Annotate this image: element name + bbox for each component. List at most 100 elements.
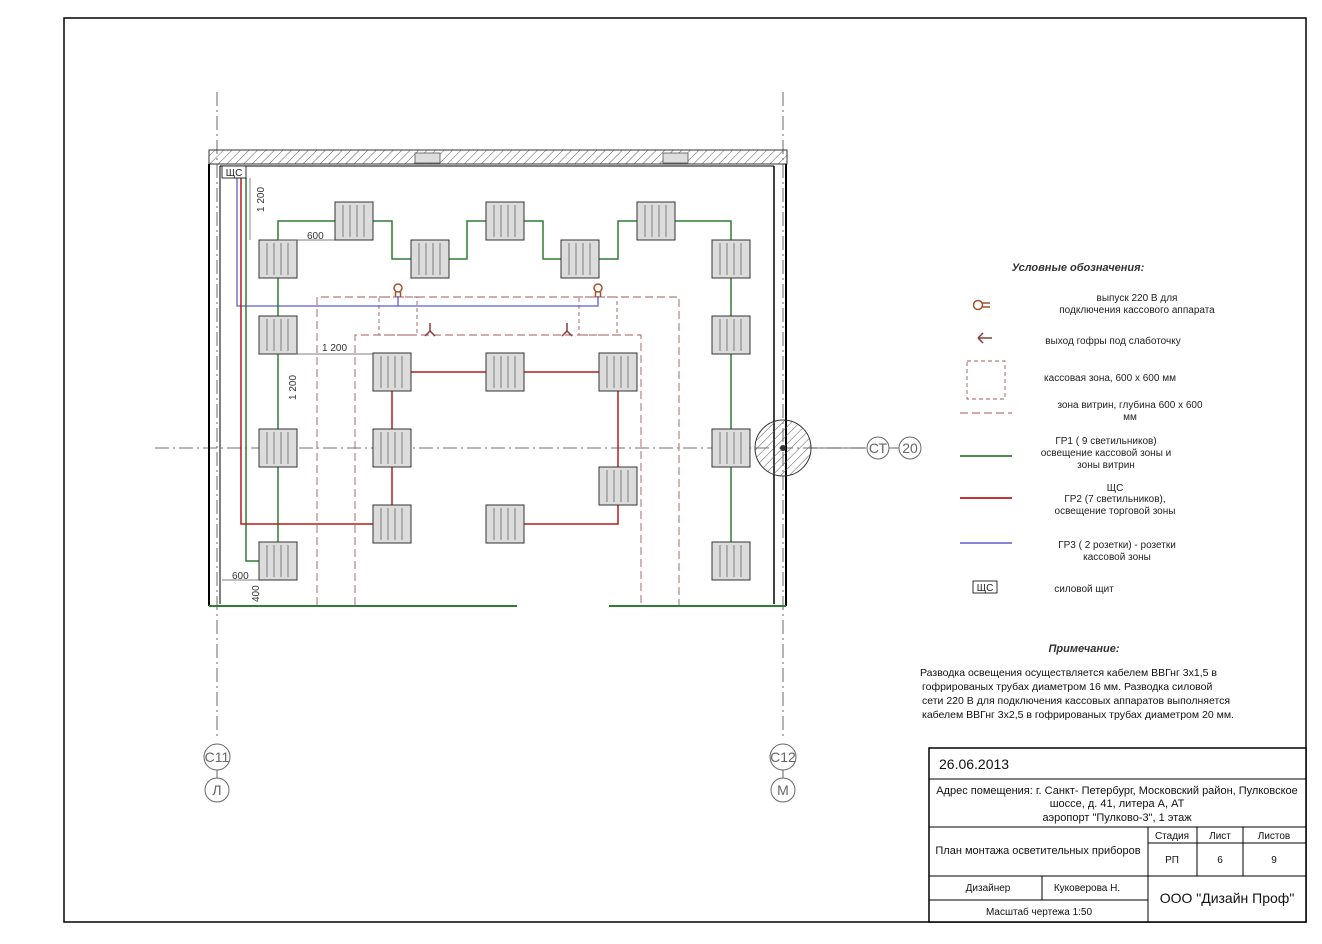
- tb-sheet-label: Лист: [1209, 831, 1231, 842]
- legend-text: ГР3 ( 2 розетки) - розетки: [1058, 540, 1176, 551]
- legend-text: освещение кассовой зоны и: [1041, 448, 1172, 459]
- legend-text: зона витрин, глубина 600 х 600: [1057, 399, 1203, 411]
- column-code: СТ: [869, 440, 888, 456]
- tb-sheets: 9: [1271, 855, 1277, 866]
- column-center: [780, 445, 786, 451]
- tb-scale: Масштаб чертежа 1:50: [986, 906, 1093, 918]
- axis-bubble: [204, 777, 230, 803]
- dim-label: 600: [307, 231, 324, 242]
- legend-text: кассовой зоны: [1083, 552, 1151, 563]
- tb-sheet: 6: [1217, 855, 1223, 866]
- tb-address: шоссе, д. 41, литера А, АТ: [1050, 798, 1185, 810]
- note-line: Разводка освещения осуществляется кабеле…: [920, 667, 1217, 679]
- dim-label: 1 200: [288, 375, 299, 400]
- gr2-wire-feed: [240, 178, 373, 525]
- gr1-wire: [373, 220, 411, 260]
- note-line: гофрированых трубах диаметром 16 мм. Раз…: [922, 681, 1212, 693]
- legend-socket-icon: [972, 299, 984, 311]
- column-tag: [898, 436, 922, 460]
- panel-label: ЩС: [226, 168, 243, 179]
- legend-text: выпуск 220 В для: [1097, 293, 1178, 304]
- gr1-wire-feed: [245, 178, 260, 562]
- gr3-wire: [236, 178, 599, 307]
- lamp-gr1: [711, 315, 751, 355]
- lamp-gr1: [711, 239, 751, 279]
- lamp-gr2: [598, 466, 638, 506]
- legend-text: силовой щит: [1054, 584, 1114, 595]
- gr1-wire: [449, 220, 486, 260]
- legend-text: ГР2 (7 светильников),: [1064, 494, 1165, 505]
- lamp-gr1: [258, 315, 298, 355]
- lamp-gr2: [598, 352, 638, 392]
- lamp-gr2: [372, 428, 412, 468]
- lamp-gr1: [711, 428, 751, 468]
- power-panel: [221, 165, 247, 179]
- gr2-wire: [524, 505, 619, 525]
- lamp-gr1: [258, 428, 298, 468]
- tb-drawing-title: План монтажа осветительных приборов: [935, 845, 1140, 857]
- axis-label: Л: [212, 782, 221, 798]
- dim-label: 600: [232, 571, 249, 582]
- socket-icon: [393, 283, 403, 298]
- top-wall: [208, 149, 788, 165]
- lamp-gr1: [334, 201, 374, 241]
- lamp-gr1: [485, 201, 525, 241]
- dim-label: 400: [251, 585, 262, 602]
- legend-text: подключения кассового аппарата: [1059, 305, 1215, 316]
- dim-label: 1 200: [322, 343, 347, 354]
- lamp-gr2: [372, 504, 412, 544]
- tb-stage: РП: [1165, 855, 1179, 866]
- window: [662, 152, 689, 164]
- axis-label: С12: [770, 749, 796, 765]
- legend-text: освещение торговой зоны: [1055, 506, 1176, 517]
- legend-text: ЩС: [1107, 483, 1124, 494]
- lamp-gr1: [636, 201, 676, 241]
- tb-designer: Куковерова Н.: [1054, 883, 1120, 894]
- gr1-wire: [599, 220, 637, 260]
- legend-text: выход гофры под слаботочку: [1045, 335, 1180, 347]
- tb-stage-label: Стадия: [1155, 831, 1189, 842]
- title-block: [928, 747, 1307, 923]
- note-title: Примечание:: [1048, 643, 1119, 655]
- tb-date: 26.06.2013: [939, 756, 1009, 772]
- legend-gofra-icon: [977, 337, 984, 344]
- legend-gofra-icon: [977, 332, 984, 339]
- column-number: 20: [902, 440, 918, 456]
- lamp-gr1: [560, 239, 600, 279]
- axis-label: С11: [205, 749, 230, 765]
- legend-text: зоны витрин: [1077, 460, 1135, 471]
- showcase-zone-outer: [316, 296, 680, 605]
- gofra-outlet-icon: [561, 322, 573, 337]
- dim-label: 1 200: [256, 187, 267, 212]
- socket-icon: [593, 283, 603, 298]
- legend-panel-symbol: ЩС: [977, 583, 994, 594]
- window: [414, 152, 441, 164]
- gofra-outlet-icon: [424, 322, 436, 337]
- lamp-gr1: [258, 541, 298, 581]
- legend-panel-icon: [972, 580, 998, 594]
- note-line: сети 220 В для подключения кассовых аппа…: [922, 695, 1230, 707]
- axis-bubble: [770, 777, 796, 803]
- lamp-gr2: [485, 504, 525, 544]
- legend-cash-zone-icon: [966, 360, 1006, 400]
- tb-address: аэропорт "Пулково-3", 1 этаж: [1042, 812, 1192, 824]
- gr1-wire: [277, 220, 335, 240]
- cash-zone: [578, 296, 618, 336]
- tb-sheets-label: Листов: [1258, 831, 1291, 842]
- lamp-gr1: [410, 239, 450, 279]
- lamp-gr2: [372, 352, 412, 392]
- legend-text: кассовая зона, 600 х 600 мм: [1044, 373, 1176, 384]
- tb-company: ООО "Дизайн Проф": [1160, 890, 1295, 906]
- legend-text: мм: [1123, 412, 1137, 423]
- lamp-gr1: [711, 541, 751, 581]
- legend-title: Условные обозначения:: [1012, 262, 1145, 274]
- tb-address: Адрес помещения: г. Санкт- Петербург, Мо…: [936, 785, 1298, 797]
- note-line: кабелем ВВГнг 3х2,5 в гофрированых труба…: [922, 709, 1234, 721]
- cash-zone: [378, 296, 418, 336]
- lamp-gr1: [258, 239, 298, 279]
- legend-text: ГР1 ( 9 светильников): [1055, 436, 1156, 447]
- lamp-gr2: [485, 352, 525, 392]
- showcase-zone-inner: [354, 334, 642, 605]
- axis-label: М: [777, 782, 789, 798]
